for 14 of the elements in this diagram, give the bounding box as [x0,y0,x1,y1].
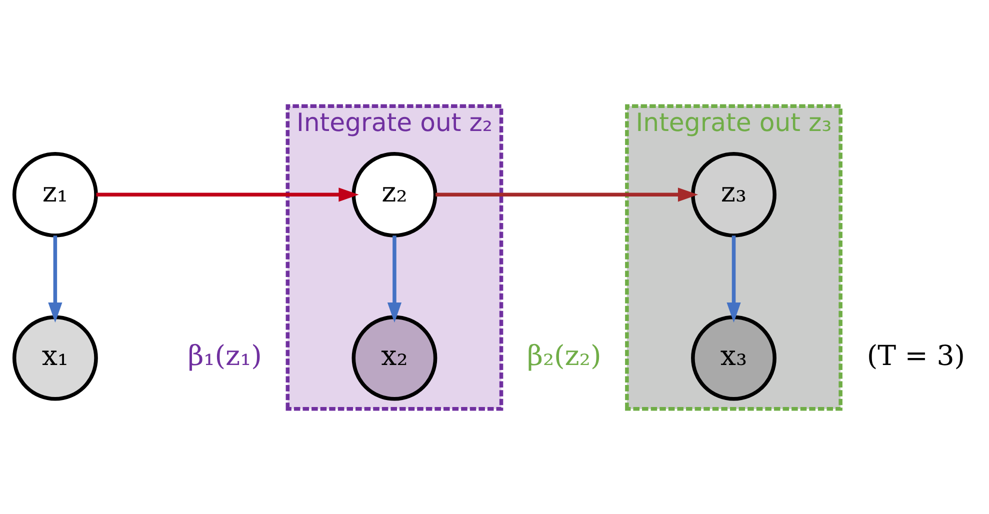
label: (T = 3) [866,338,965,372]
node-circle: z₁ [12,151,98,237]
label: β₁(z₁) [187,338,262,372]
arrow [386,235,402,322]
node-circle: z₃ [690,151,776,237]
arrow [435,187,698,202]
node-circle: z₂ [351,151,437,237]
arrow [96,187,358,202]
node-circle: x₁ [12,314,98,400]
node-circle: x₂ [351,314,437,400]
arrow [726,235,740,322]
node-circle: x₃ [690,314,776,400]
arrow [48,235,62,322]
label: β₂(z₂) [526,338,601,372]
